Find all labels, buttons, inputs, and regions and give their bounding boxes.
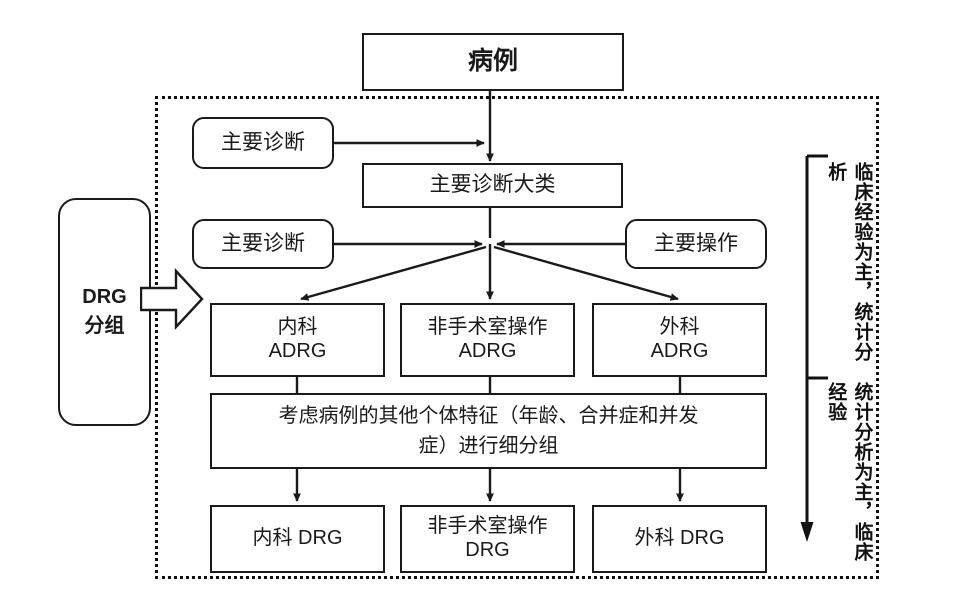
adrg-medical-box: 内科 ADRG xyxy=(210,303,385,377)
drg-non-or-line2: DRG xyxy=(465,539,510,561)
case-box: 病例 xyxy=(362,33,624,91)
adrg-medical-line2: ADRG xyxy=(268,340,327,362)
adrg-medical-line1: 内科 xyxy=(277,316,318,339)
methodology-axis-arrow xyxy=(800,154,828,542)
drg-non-or-box: 非手术室操作 DRG xyxy=(400,505,575,573)
principal-procedure-label: 主要操作 xyxy=(654,231,738,255)
drg-surgical-box: 外科 DRG xyxy=(592,505,767,573)
drg-medical-box: 内科 DRG xyxy=(210,505,385,573)
dotted-region-border xyxy=(155,96,879,579)
block-arrow-icon xyxy=(140,268,204,330)
principal-diagnosis-box-1: 主要诊断 xyxy=(192,117,334,169)
adrg-surgical-box: 外科 ADRG xyxy=(592,303,767,377)
principal-diagnosis-1-label: 主要诊断 xyxy=(221,130,305,154)
drg-grouping-capsule: DRG 分组 xyxy=(58,198,151,426)
drg-surgical-line1: 外科 DRG xyxy=(634,527,725,550)
drg-capsule-line2: 分组 xyxy=(84,315,125,337)
drg-medical-line1: 内科 DRG xyxy=(252,527,343,550)
principal-procedure-box: 主要操作 xyxy=(625,219,767,269)
annotation-upper-text: 临床经验为主，统计分析 xyxy=(825,162,873,362)
adrg-non-or-line2: ADRG xyxy=(458,340,517,362)
principal-diagnosis-2-label: 主要诊断 xyxy=(221,231,305,255)
annotation-lower-text: 统计分析为主，临床经验 xyxy=(825,382,873,562)
drg-capsule-line1: DRG xyxy=(82,286,127,308)
adrg-non-or-line1: 非手术室操作 xyxy=(427,316,548,339)
principal-diagnosis-box-2: 主要诊断 xyxy=(192,219,334,269)
major-diagnostic-category-label: 主要诊断大类 xyxy=(429,173,556,197)
subgrouping-line1: 考虑病例的其他个体特征（年龄、合并症和并发 xyxy=(278,405,699,427)
drg-non-or-line1: 非手术室操作 xyxy=(427,515,548,538)
subgrouping-line2: 症）进行细分组 xyxy=(418,435,559,457)
adrg-surgical-line1: 外科 xyxy=(659,316,700,339)
adrg-non-or-box: 非手术室操作 ADRG xyxy=(400,303,575,377)
case-label: 病例 xyxy=(467,47,518,76)
subgrouping-box: 考虑病例的其他个体特征（年龄、合并症和并发 症）进行细分组 xyxy=(210,393,767,469)
adrg-surgical-line2: ADRG xyxy=(650,340,709,362)
major-diagnostic-category-box: 主要诊断大类 xyxy=(362,163,623,208)
